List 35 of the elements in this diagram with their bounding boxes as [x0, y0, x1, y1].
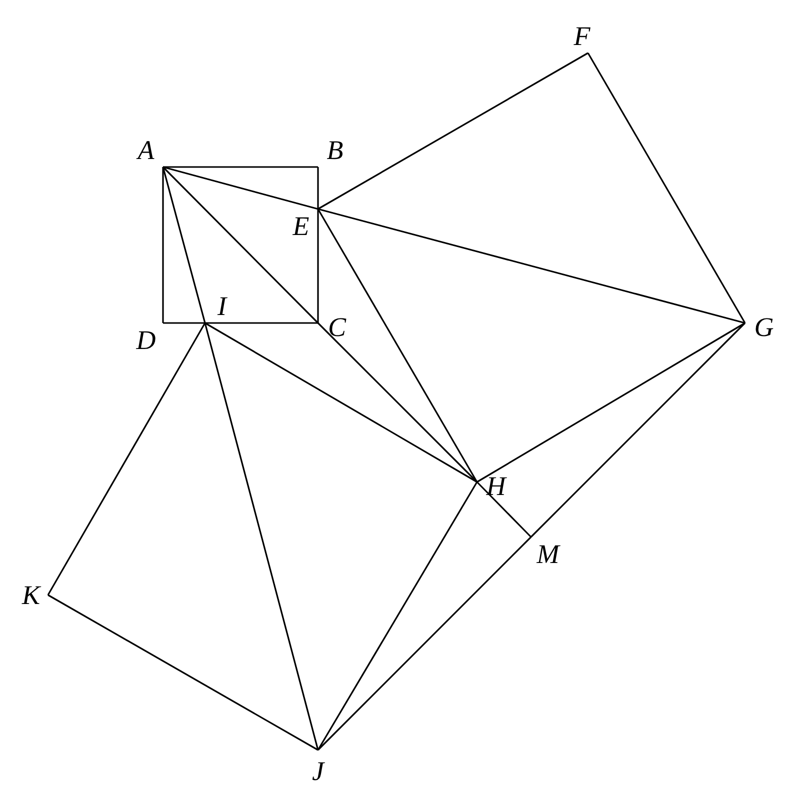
point-label: M	[533, 539, 563, 569]
line-segment	[318, 52, 588, 210]
line-segment	[587, 52, 746, 324]
line-segment	[317, 482, 478, 750]
point-label: G	[749, 312, 779, 342]
line-segment	[476, 481, 532, 538]
point-label: C	[322, 312, 352, 342]
line-segment	[317, 209, 319, 323]
point-label: K	[16, 580, 46, 610]
line-segment	[162, 167, 164, 323]
line-segment	[317, 536, 532, 751]
line-segment	[318, 208, 746, 324]
line-segment	[163, 322, 205, 324]
point-label: I	[207, 291, 237, 321]
point-label: E	[286, 211, 316, 241]
point-label: H	[481, 471, 511, 501]
line-segment	[204, 322, 478, 483]
point-label: D	[131, 325, 161, 355]
point-label: B	[320, 135, 350, 165]
line-segment	[530, 322, 746, 538]
point-label: J	[303, 756, 333, 786]
line-segment	[476, 322, 746, 483]
line-segment	[317, 167, 319, 209]
line-segment	[317, 322, 478, 483]
line-segment	[162, 166, 319, 324]
line-segment	[163, 166, 318, 168]
line-segment	[48, 594, 318, 751]
line-segment	[162, 166, 318, 210]
line-segment	[162, 166, 206, 324]
line-segment	[204, 322, 319, 750]
line-segment	[47, 322, 206, 596]
line-segment	[317, 208, 478, 482]
line-segment	[205, 322, 318, 324]
point-label: A	[131, 135, 161, 165]
point-label: F	[567, 21, 597, 51]
